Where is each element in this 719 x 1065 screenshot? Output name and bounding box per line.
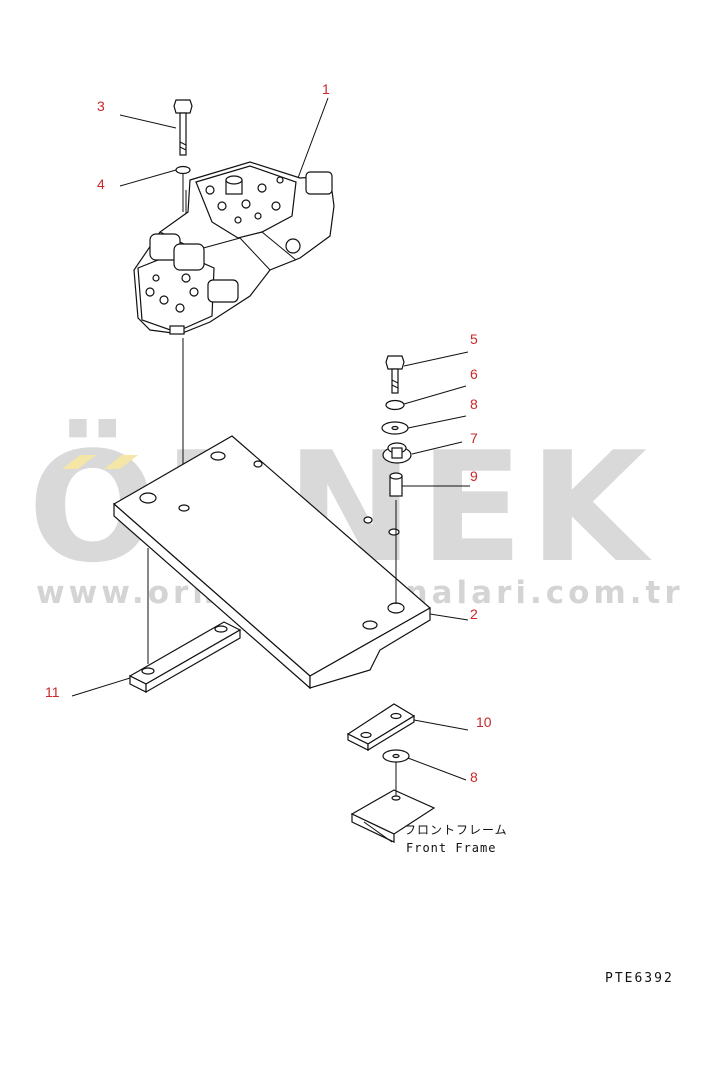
watermark-accent-2 <box>104 455 138 469</box>
callout-1: 1 <box>322 81 330 97</box>
callout-6: 6 <box>470 366 478 382</box>
callout-11: 11 <box>45 684 60 700</box>
callout-5: 5 <box>470 331 478 347</box>
callout-4: 4 <box>97 176 105 192</box>
watermark-accent-1 <box>62 455 96 469</box>
callout-8-upper: 8 <box>470 396 478 412</box>
shim-plate-11 <box>128 621 242 694</box>
control-valve-drawing <box>133 161 335 335</box>
washer-4 <box>175 165 191 175</box>
front-frame-label-jp: フロントフレーム <box>404 823 508 837</box>
callout-7: 7 <box>470 430 478 446</box>
callout-10: 10 <box>476 714 492 730</box>
bolt-3 <box>173 99 193 156</box>
washer-8-lower <box>382 749 410 763</box>
plate-10 <box>346 703 416 752</box>
washer-6 <box>385 399 405 411</box>
callout-9: 9 <box>470 468 478 484</box>
front-frame-label-en: Front Frame <box>406 841 496 855</box>
bracket-plate-2 <box>112 435 432 690</box>
front-frame-stub <box>350 762 436 843</box>
washer-8-upper <box>381 421 409 435</box>
callout-2: 2 <box>470 606 478 622</box>
bolt-5 <box>385 355 405 394</box>
callout-3: 3 <box>97 98 105 114</box>
collar-9 <box>389 472 403 497</box>
callout-8-lower: 8 <box>470 769 478 785</box>
drawing-code: PTE6392 <box>605 971 674 986</box>
cushion-7 <box>382 442 412 464</box>
leader-lines <box>71 97 470 781</box>
